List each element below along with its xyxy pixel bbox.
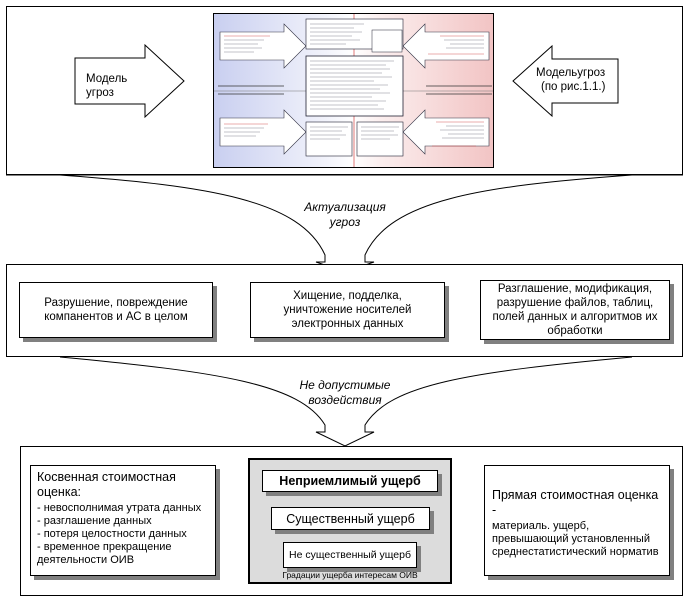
theft-box: Хищение, подделка, уничтожение носителей… [250, 282, 445, 338]
unacceptable-line2: воздействия [308, 393, 382, 407]
destruction-box: Разрушение, повреждение компанентов и АС… [19, 282, 213, 338]
indirect-item: - временное прекращение деятельности ОИВ [37, 541, 172, 566]
unacceptable-line1: Не допустимые [299, 378, 391, 392]
direct-assessment-box: Прямая стоимостная оценка - материаль. у… [484, 465, 670, 576]
actualization-line1: Актуализация [304, 200, 386, 214]
indirect-item: - невосполнимая утрата данных [37, 502, 202, 514]
unacceptable-impacts-label: Не допустимые воздействия [270, 378, 420, 408]
right-arrow-label-line2: (по рис.1.1.) [541, 81, 606, 93]
direct-text: материаль. ущерб, превышающий установлен… [492, 520, 659, 558]
right-arrow-label-line1: Модельугроз [536, 67, 606, 79]
left-arrow-label: Модель угроз [86, 73, 128, 99]
damage-gradation-caption: Градации ущерба интересам ОИВ [282, 570, 418, 580]
indirect-item: - разглашение данных [37, 515, 152, 527]
left-threat-model-arrow [74, 43, 185, 119]
threat-model-thumbnail [213, 13, 494, 168]
disclosure-box: Разглашение, модификация, разрушение фай… [480, 280, 670, 340]
right-threat-model-arrow [512, 44, 619, 118]
insignificant-damage-box: Не существенный ущерб [283, 542, 417, 568]
actualization-line2: угроз [329, 215, 361, 229]
significant-damage-box: Существенный ущерб [271, 507, 430, 530]
actualization-label: Актуализация угроз [270, 200, 420, 230]
unacceptable-damage-box: Неприемлимый ущерб [262, 470, 438, 492]
indirect-assessment-box: Косвенная стоимостная оценка: - невоспол… [30, 465, 216, 576]
indirect-item: - потеря целостности данных [37, 528, 187, 540]
thumbnail-drawing [214, 14, 493, 167]
direct-title: Прямая стоимостная оценка - [492, 488, 659, 517]
indirect-title: Косвенная стоимостная оценка: [37, 470, 176, 499]
